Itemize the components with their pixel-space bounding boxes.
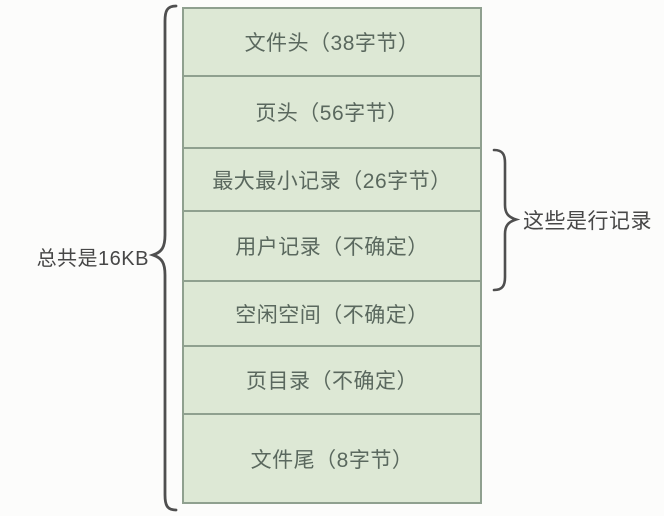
row-label: 文件尾（8字节） xyxy=(250,448,414,472)
row-label: 文件头（38字节） xyxy=(244,32,420,55)
row-label: 页目录（不确定） xyxy=(246,370,418,393)
row-label: 用户记录（不确定） xyxy=(235,236,429,259)
row-records-label: 这些是行记录 xyxy=(523,210,652,233)
row-file-header: 文件头（38字节） xyxy=(184,9,480,77)
row-label: 页头（56字节） xyxy=(255,102,409,125)
row-user-records: 用户记录（不确定） xyxy=(184,212,480,282)
row-label: 最大最小记录（26字节） xyxy=(212,169,452,193)
total-size-label: 总共是16KB xyxy=(36,248,149,270)
row-free-space: 空闲空间（不确定） xyxy=(184,282,480,347)
row-page-directory: 页目录（不确定） xyxy=(184,347,480,415)
page-structure-stack: 文件头（38字节） 页头（56字节） 最大最小记录（26字节） 用户记录（不确定… xyxy=(182,7,482,504)
row-file-trailer: 文件尾（8字节） xyxy=(184,415,480,502)
right-curly-brace xyxy=(492,146,522,294)
row-page-header: 页头（56字节） xyxy=(184,77,480,149)
row-min-max-records: 最大最小记录（26字节） xyxy=(184,149,480,212)
row-label: 空闲空间（不确定） xyxy=(235,303,429,327)
left-curly-brace xyxy=(146,2,182,514)
